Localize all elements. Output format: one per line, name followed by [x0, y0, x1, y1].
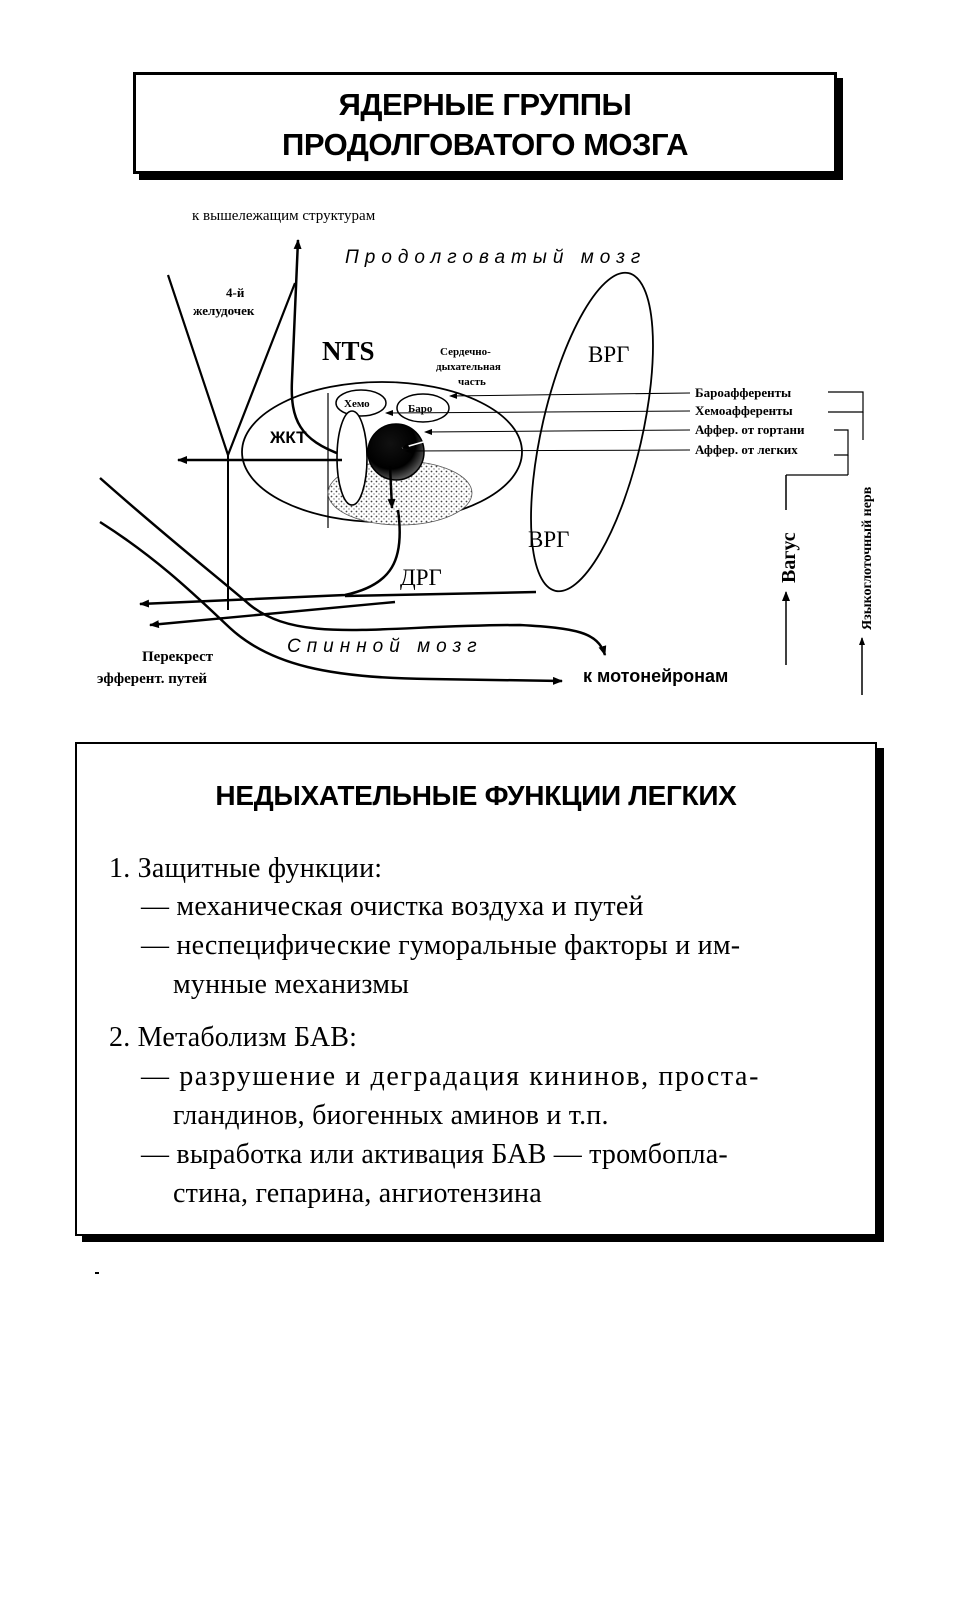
spinal-curve-upper: [99, 477, 607, 656]
spinal-label: Спинной мозг: [287, 636, 483, 657]
cardio-label-1: Сердечно-: [440, 346, 491, 358]
item-2-point-2-cont: стина, гепарина, ангиотензина: [173, 1178, 542, 1209]
baroafferent-line: [449, 392, 691, 399]
item-2-heading: 2. Метаболизм БАВ:: [109, 1022, 358, 1053]
to-higher-structures-label: к вышележащим структурам: [192, 208, 376, 224]
medulla-label: Продолговатый мозг: [345, 247, 646, 268]
item-1-point-2: — неспецифические гуморальные факторы и …: [141, 930, 741, 961]
baro-label: Баро: [408, 403, 433, 415]
crossing-arrow: [149, 600, 396, 629]
inner-arrow-down: [387, 465, 396, 509]
title-box: ЯДЕРНЫЕ ГРУППЫ ПРОДОЛГОВАТОГО МОЗГА: [133, 72, 837, 174]
afferent-larynx-label: Аффер. от гортани: [695, 422, 805, 437]
stray-mark: [95, 1272, 99, 1274]
drg-label: ДРГ: [400, 565, 442, 590]
vrg-top-label: ВРГ: [588, 342, 629, 367]
hemo-ellipse: [335, 389, 387, 417]
chemoafferent-line: [385, 409, 691, 416]
afferent-lung-label: Аффер. от легких: [695, 442, 798, 457]
cardio-label-2: дыхательная: [436, 361, 501, 373]
dark-nucleus: [367, 423, 425, 481]
lung-afferent-line: [405, 447, 691, 454]
title-line-2: ПРОДОЛГОВАТОГО МОЗГА: [282, 127, 688, 162]
item-1-point-1: — механическая очистка воздуха и путей: [141, 891, 644, 922]
larynx-afferent-line: [424, 428, 691, 435]
vrg-output-line: [344, 590, 537, 598]
motoneurons-label: к мотонейронам: [583, 666, 728, 686]
afferent-chemo-label: Хемоафференты: [695, 403, 793, 418]
vagus-label: Вагус: [778, 532, 800, 583]
vertical-nucleus: [336, 410, 368, 506]
title-line-1: ЯДЕРНЫЕ ГРУППЫ: [338, 87, 632, 122]
nts-label: NTS: [322, 336, 375, 366]
item-1-heading: 1. Защитные функции:: [109, 853, 383, 884]
lung-functions-title: НЕДЫХАТЕЛЬНЫЕ ФУНКЦИИ ЛЕГКИХ: [215, 780, 737, 811]
cross-label-2: эфферент. путей: [97, 671, 207, 687]
zhkt-label: ЖКТ: [269, 428, 307, 447]
glosso-bracket: [828, 391, 864, 413]
item-1-point-2-cont: мунные механизмы: [173, 969, 410, 1000]
ventricle-label-1: 4-й: [226, 285, 245, 300]
glossopharyngeal-label: Языкоглоточный нерв: [860, 486, 875, 630]
baro-ellipse: [396, 393, 450, 423]
medulla-diagram: к вышележащим структурам Продолговатый м…: [97, 208, 875, 695]
item-2-point-1: — разрушение и деградация кининов, прост…: [141, 1061, 760, 1092]
vrg-bottom-label: ВРГ: [528, 527, 569, 552]
afferent-baro-label: Бароафференты: [695, 385, 791, 400]
inner-arrow-to-nucleus: [401, 439, 431, 449]
item-2-point-1-cont: гландинов, биогенных аминов и т.п.: [173, 1100, 609, 1131]
spinal-curve-lower: [99, 520, 563, 685]
vrg-ellipse: [530, 271, 654, 593]
vagus-bracket: [834, 429, 849, 456]
cardio-label-3: часть: [458, 376, 486, 388]
lung-functions-box: НЕДЫХАТЕЛЬНЫЕ ФУНКЦИИ ЛЕГКИХ 1. Защитные…: [75, 742, 877, 1236]
item-2-point-2: — выработка или активация БАВ — тромбопл…: [141, 1139, 728, 1170]
drg-path: [139, 509, 402, 608]
cross-label-1: Перекрест: [142, 649, 214, 665]
hemo-label: Хемо: [344, 398, 370, 410]
ventricle-label-2: желудочек: [193, 303, 255, 318]
